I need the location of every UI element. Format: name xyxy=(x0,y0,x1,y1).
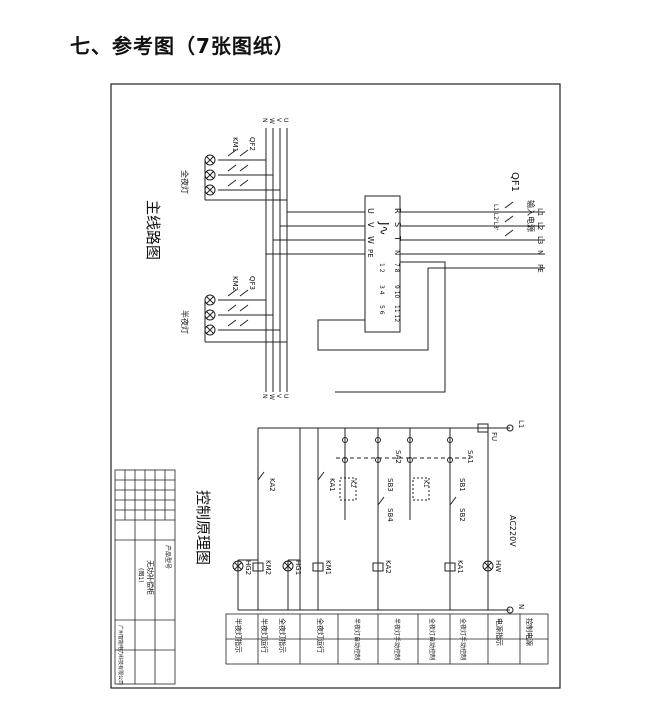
bus-w-top: W xyxy=(268,118,275,124)
lamp-hw-label: HW xyxy=(494,560,502,572)
coil-ka2-label: KA2 xyxy=(384,560,392,574)
qf3-label: QF3 xyxy=(248,276,256,290)
fn-cell: 全夜灯自动控制 xyxy=(428,618,436,660)
drawing-name: 无功补偿柜 xyxy=(146,560,155,595)
ka1-contact-label: KA1 xyxy=(328,478,336,492)
main-circuit-labels: 主线路图 全夜灯 半夜灯 QF2 KM1 QF3 KM2 U V W N U V… xyxy=(144,118,544,400)
fn-cell: 控制电源 xyxy=(525,618,534,646)
signal-lamp-icons xyxy=(232,560,494,572)
km1-label: KM1 xyxy=(231,137,239,152)
sb1-label: SB1 xyxy=(458,478,466,492)
terminal-w: W xyxy=(366,236,375,244)
coil-ka2 xyxy=(372,562,384,572)
terminal-pe: PE xyxy=(366,249,374,258)
qf2-switch-contacts xyxy=(227,149,249,187)
input-line-l1: L1 xyxy=(536,208,544,216)
controller-box xyxy=(364,195,401,333)
terminal-u: U xyxy=(366,208,375,214)
lamp-label-half-night: 半夜灯 xyxy=(180,310,190,334)
terminal-v: V xyxy=(366,222,375,228)
fn-cell: 全夜灯指示 xyxy=(278,618,287,653)
qf2-label: QF2 xyxy=(248,137,256,151)
input-power-label: 输入电源 xyxy=(526,200,536,232)
lamp-icons xyxy=(204,154,216,336)
terminal-s: S xyxy=(393,222,402,227)
product-label: 产品型号 xyxy=(164,545,172,569)
fn-cell: 半夜灯自动控制 xyxy=(353,618,361,660)
bus-v-top: V xyxy=(275,118,282,123)
main-circuit-title: 主线路图 xyxy=(144,200,162,260)
coil-km1 xyxy=(312,562,324,572)
input-line-pe: PE xyxy=(536,264,544,273)
company-name: 广州智能电力科技有限公司 xyxy=(117,625,124,685)
terminal-n: N xyxy=(393,250,401,255)
sa2-label: SA2 xyxy=(394,450,402,464)
terminal-num-2: 3 4 xyxy=(378,285,385,295)
control-circuit xyxy=(237,423,514,614)
bus-v-bottom: V xyxy=(275,394,282,399)
terminal-t: T xyxy=(393,235,402,241)
fn-cell: 全夜灯运行 xyxy=(316,618,325,653)
title-block xyxy=(114,469,176,685)
sa1-label: SA1 xyxy=(466,450,474,464)
function-table-labels: 控制电源 电源指示 全夜灯手动控制 全夜灯自动控制 半夜灯手动控制 半夜灯自动控… xyxy=(234,618,534,660)
bus-w-bottom: W xyxy=(268,394,275,400)
fn-cell: 半夜灯运行 xyxy=(260,618,269,653)
input-line-l3: L3 xyxy=(536,236,544,244)
drawing-frame xyxy=(110,83,561,689)
ka2-contact-label: KA2 xyxy=(268,478,276,492)
fn-cell: 半夜灯手动控制 xyxy=(393,618,401,660)
fuse xyxy=(477,423,489,433)
qf3-switch-contacts xyxy=(227,289,249,327)
qf1-sub-label: L1'L2'L3' xyxy=(492,204,499,231)
bus-n-bottom: N xyxy=(261,394,268,399)
bus-u-top: U xyxy=(282,118,289,122)
terminal-num-1: 1 2 xyxy=(378,263,385,273)
sb3-label: SB3 xyxy=(386,478,394,492)
coil-km2 xyxy=(252,562,264,572)
terminal-num-4: 7 8 xyxy=(393,263,400,273)
fn-cell: 电源指示 xyxy=(495,618,504,646)
coil-ka1 xyxy=(444,562,456,572)
input-line-l2: L2 xyxy=(536,222,544,230)
supply-label: AC220V xyxy=(508,515,517,547)
fuse-label: FU xyxy=(490,432,498,441)
fn-cell: 全夜灯手动控制 xyxy=(459,618,467,660)
control-circuit-title: 控制原理图 xyxy=(194,490,212,565)
page-heading: 七、参考图（7张图纸） xyxy=(70,34,295,58)
main-circuit xyxy=(204,128,545,393)
control-circuit-labels: 控制原理图 AC220V FU L1 N SA1 SA2 SB1 SB2 SB3… xyxy=(194,420,525,609)
qf1-label: QF1 xyxy=(509,172,520,192)
km2-label: KM2 xyxy=(231,276,239,291)
coil-km2-label: KM2 xyxy=(264,560,272,575)
terminal-num-6: 11 12 xyxy=(393,305,400,322)
rail-bottom-label: N xyxy=(517,604,525,609)
lamp-hg1-label: HG1 xyxy=(294,560,302,575)
rail-top-label: L1 xyxy=(517,420,525,428)
terminal-r: R xyxy=(393,208,402,214)
title-block-labels: 产品型号 无功补偿柜 (图1) 广州智能电力科技有限公司 xyxy=(117,545,172,685)
fn-cell: 半夜灯指示 xyxy=(234,618,243,653)
sb4-label: SB4 xyxy=(386,508,394,522)
controller-mark: J∿ xyxy=(377,221,391,236)
lamp-hg2-label: HG2 xyxy=(244,560,252,575)
lamp-label-full-night: 全夜灯 xyxy=(180,170,190,194)
function-table xyxy=(225,613,549,665)
terminal-num-5: 9 10 xyxy=(393,285,400,299)
coil-ka1-label: KA1 xyxy=(456,560,464,574)
terminal-num-3: 5 6 xyxy=(378,305,385,315)
bus-n-top: N xyxy=(261,118,268,123)
input-line-n: N xyxy=(536,250,544,255)
sb2-label: SB2 xyxy=(458,508,466,522)
drawing-no: (图1) xyxy=(137,568,144,583)
coil-km1-label: KM1 xyxy=(324,560,332,575)
k1-label: K1 xyxy=(422,480,429,488)
k2-label: K2 xyxy=(349,480,356,488)
bus-u-bottom: U xyxy=(282,394,289,398)
